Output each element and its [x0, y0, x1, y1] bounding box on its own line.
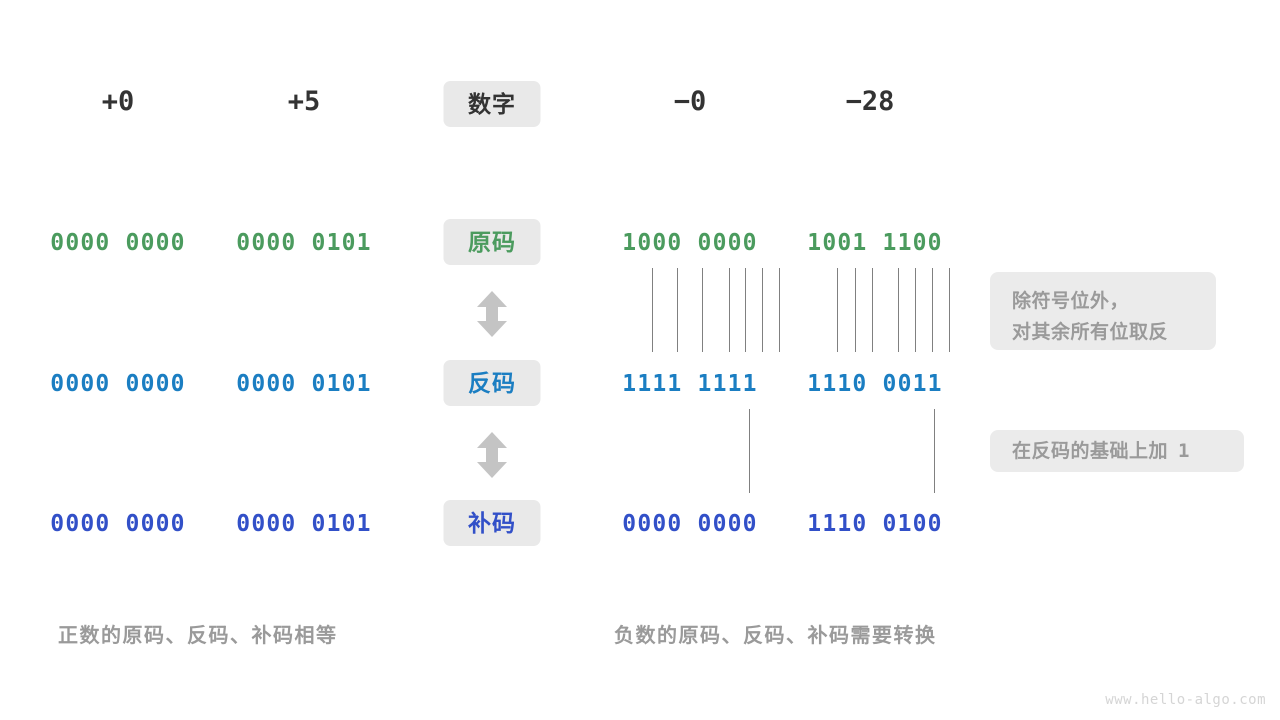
connector-line [702, 268, 703, 352]
connector-line [779, 268, 780, 352]
row-label-true-form: 原码 [443, 219, 541, 265]
connector-line [652, 268, 653, 352]
header-value-plus-zero: +0 [101, 86, 135, 117]
connector-line [898, 268, 899, 352]
ones-complement-plus-zero-bits: 0000 0000 [50, 371, 186, 397]
note-invert-line-2: 对其余所有位取反 [1012, 322, 1169, 343]
caption-negative-numbers: 负数的原码、反码、补码需要转换 [614, 625, 937, 647]
header-value-minus-twentyeight: −28 [845, 86, 895, 117]
note-add-one: 在反码的基础上加 1 [990, 430, 1244, 472]
ones-complement-plus-five-bits: 0000 0101 [236, 371, 372, 397]
twos-complement-minus-twentyeight-bits: 1110 0100 [807, 511, 943, 537]
header-value-plus-five: +5 [287, 86, 321, 117]
connector-line [915, 268, 916, 352]
connector-line [932, 268, 933, 352]
connector-line [729, 268, 730, 352]
connector-line [749, 409, 750, 493]
connector-line [677, 268, 678, 352]
connector-line [949, 268, 950, 352]
twos-complement-plus-zero-bits: 0000 0000 [50, 511, 186, 537]
double-headed-vertical-arrow-icon-1 [475, 291, 509, 337]
caption-positive-numbers: 正数的原码、反码、补码相等 [58, 625, 338, 647]
note-invert-non-sign-bits: 除符号位外， 对其余所有位取反 [990, 272, 1216, 350]
ones-complement-minus-zero-bits: 1111 1111 [622, 371, 758, 397]
connector-line [762, 268, 763, 352]
connector-line [837, 268, 838, 352]
header-row-label-number: 数字 [443, 81, 541, 127]
connector-line [934, 409, 935, 493]
watermark-url: www.hello-algo.com [1105, 692, 1266, 708]
true-form-plus-zero-bits: 0000 0000 [50, 230, 186, 256]
true-form-minus-twentyeight-bits: 1001 1100 [807, 230, 943, 256]
ones-complement-minus-twentyeight-bits: 1110 0011 [807, 371, 943, 397]
row-label-ones-complement: 反码 [443, 360, 541, 406]
header-value-minus-zero: −0 [673, 86, 707, 117]
true-form-minus-zero-bits: 1000 0000 [622, 230, 758, 256]
row-label-twos-complement: 补码 [443, 500, 541, 546]
connector-line [855, 268, 856, 352]
connector-line [745, 268, 746, 352]
note-add-one-prefix: 在反码的基础上加 [1012, 441, 1169, 462]
double-headed-vertical-arrow-icon-2 [475, 432, 509, 478]
twos-complement-minus-zero-bits: 0000 0000 [622, 511, 758, 537]
note-add-one-value: 1 [1178, 440, 1190, 462]
note-invert-line-1: 除符号位外， [1012, 291, 1130, 312]
true-form-plus-five-bits: 0000 0101 [236, 230, 372, 256]
twos-complement-plus-five-bits: 0000 0101 [236, 511, 372, 537]
connector-line [872, 268, 873, 352]
